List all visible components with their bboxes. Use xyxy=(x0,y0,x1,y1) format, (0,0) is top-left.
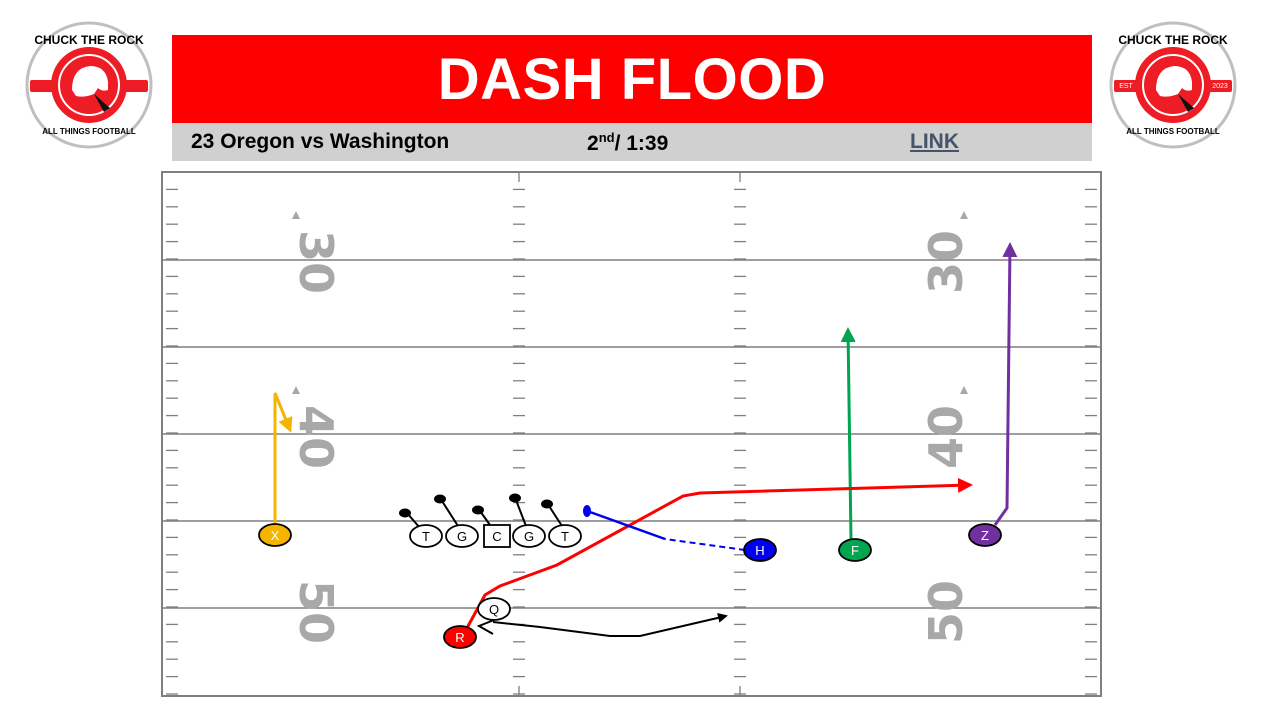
route-f-go xyxy=(840,327,856,541)
player-q-label: Q xyxy=(489,602,499,617)
player-z-label: Z xyxy=(981,528,989,543)
player-rt-label: T xyxy=(561,529,569,544)
chuck-the-rock-logo-right: CHUCK THE ROCK ALL THINGS FOOTBALL EST 2… xyxy=(1109,21,1237,149)
logo-year-text: 2023 xyxy=(1212,83,1228,90)
player-x xyxy=(258,523,292,547)
player-c-label: C xyxy=(492,529,501,544)
yard-number-30-right: 30 xyxy=(919,230,973,294)
player-lg xyxy=(445,524,479,548)
player-r xyxy=(443,625,477,649)
player-rt xyxy=(548,524,582,548)
yard-number-40-left: 40 xyxy=(289,405,343,469)
player-lg-label: G xyxy=(457,529,467,544)
yard-direction-arrow xyxy=(960,211,968,219)
logo-top-text: CHUCK THE ROCK xyxy=(1118,33,1228,47)
qb-drop-marker xyxy=(476,619,495,635)
logo-top-text: CHUCK THE ROCK xyxy=(34,33,144,47)
yard-direction-arrow xyxy=(292,386,300,394)
game-info-bar: 23 Oregon vs Washington 2nd/ 1:39 LINK xyxy=(172,123,1092,161)
route-q-sprint xyxy=(492,612,728,637)
route-h-block-end xyxy=(583,505,591,517)
offensive-line: T G C G T xyxy=(409,524,582,548)
player-c xyxy=(483,524,511,548)
down-number: 2 xyxy=(587,132,599,155)
chuck-the-rock-logo-left: CHUCK THE ROCK ALL THINGS FOOTBALL EST 2… xyxy=(25,21,153,149)
route-h-block xyxy=(589,510,666,541)
play-title: DASH FLOOD xyxy=(437,46,827,112)
yard-number-50-right: 50 xyxy=(919,580,973,644)
route-h-motion xyxy=(664,538,746,551)
yard-number-40-right: 40 xyxy=(919,405,973,469)
logo-bottom-text: ALL THINGS FOOTBALL xyxy=(1126,127,1220,136)
down-and-clock: 2nd/ 1:39 xyxy=(587,130,668,156)
hash-marks xyxy=(166,172,1097,696)
player-lt xyxy=(409,524,443,548)
route-z-go xyxy=(993,242,1018,526)
yard-direction-arrow xyxy=(292,211,300,219)
yard-number-30-left: 30 xyxy=(289,230,343,294)
player-rg xyxy=(512,524,546,548)
player-rg-label: G xyxy=(524,529,534,544)
routes xyxy=(273,242,1018,637)
player-z xyxy=(968,523,1002,547)
logo-est-text: EST xyxy=(1119,83,1133,90)
yard-lines xyxy=(162,259,1101,609)
game-clock: / 1:39 xyxy=(614,132,669,155)
route-r-flood xyxy=(465,477,973,629)
player-x-label: X xyxy=(271,528,280,543)
down-suffix: nd xyxy=(598,130,615,145)
player-h xyxy=(743,538,777,562)
logo-bottom-text: ALL THINGS FOOTBALL xyxy=(42,127,136,136)
player-f-label: F xyxy=(851,543,859,558)
player-r-label: R xyxy=(455,630,464,645)
player-q xyxy=(477,597,511,621)
play-title-banner: DASH FLOOD xyxy=(172,35,1092,123)
route-x-curl xyxy=(273,392,293,523)
skill-players: X Q R H F Z xyxy=(258,523,1002,649)
player-f xyxy=(838,538,872,562)
player-lt-label: T xyxy=(422,529,430,544)
line-blocks xyxy=(399,493,563,529)
player-h-label: H xyxy=(755,543,764,558)
yard-number-50-left: 50 xyxy=(289,580,343,644)
yard-direction-arrow xyxy=(960,386,968,394)
yard-numbers: 30 40 50 30 40 50 xyxy=(289,211,973,644)
film-link[interactable]: LINK xyxy=(910,130,959,153)
game-matchup: 23 Oregon vs Washington xyxy=(191,130,450,153)
